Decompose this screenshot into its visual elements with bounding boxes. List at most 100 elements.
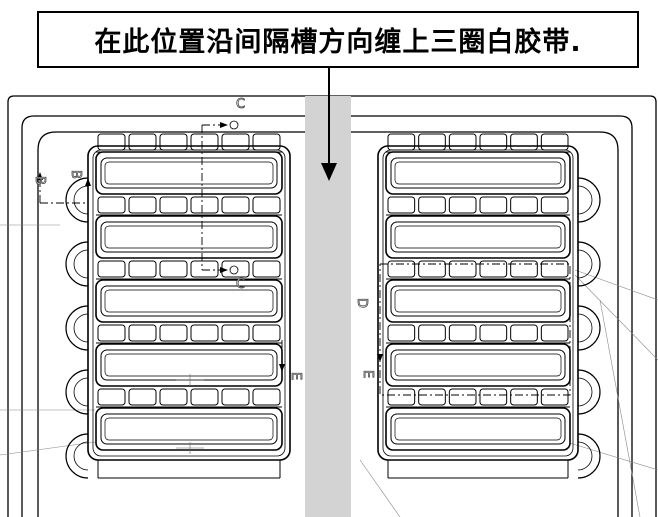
tray-tab <box>418 260 446 278</box>
tray-tab <box>190 196 219 214</box>
tray-tab <box>128 388 157 406</box>
tray-side-bump <box>577 305 601 351</box>
tray-tab <box>540 260 569 278</box>
slot-opening-inner <box>394 161 562 185</box>
tray-tab <box>252 388 281 406</box>
left-tray <box>65 133 291 479</box>
tray-tab <box>190 260 219 278</box>
tray-tab <box>540 133 569 151</box>
tray-tab <box>252 196 281 214</box>
tray-tab <box>97 324 126 342</box>
tray-side-bump-inner <box>73 313 89 343</box>
tray-tab <box>479 388 508 406</box>
tray-body <box>377 145 579 461</box>
tray-tab <box>540 388 569 406</box>
tray-side-bump <box>577 433 601 479</box>
tray-tab <box>97 133 126 151</box>
tray-side-bump-inner <box>73 185 89 215</box>
tray-side-bump <box>65 369 89 415</box>
slot-opening <box>390 285 566 317</box>
section-markers <box>229 120 239 275</box>
tray-tab <box>159 388 188 406</box>
tray-side-bump <box>65 305 89 351</box>
tray-tab <box>479 260 508 278</box>
slot-frame <box>95 279 283 323</box>
tray-tab <box>128 196 157 214</box>
tray-tab <box>252 324 281 342</box>
tray-side-bump <box>577 241 601 287</box>
tray-side-bump-inner <box>73 441 89 471</box>
slot-frame <box>385 407 571 451</box>
tray-tab <box>387 196 416 214</box>
slot-frame <box>95 151 283 195</box>
tray-body <box>87 145 291 461</box>
tray-tab <box>159 324 188 342</box>
tray-tab <box>510 260 538 278</box>
tray-tab <box>510 133 538 151</box>
slot-opening <box>100 413 278 445</box>
tray-tab <box>221 388 250 406</box>
tray-side-bump-inner <box>577 249 593 279</box>
slot-opening-inner <box>394 353 562 377</box>
tray-tab <box>190 324 219 342</box>
tray-side-bump <box>65 241 89 287</box>
slot-opening-inner <box>104 161 274 185</box>
slot-opening <box>390 157 566 189</box>
tray-tab <box>252 133 281 151</box>
tray-side-bump-inner <box>577 313 593 343</box>
tray-tab <box>387 324 416 342</box>
tray-tab <box>128 324 157 342</box>
slot-opening <box>390 221 566 253</box>
tray-tab <box>540 196 569 214</box>
slot-opening-inner <box>394 225 562 249</box>
instruction-callout: 在此位置沿间隔槽方向缠上三圈白胶带. <box>37 11 639 68</box>
section-label-c1: C <box>236 97 245 112</box>
slot-opening <box>390 413 566 445</box>
tray-tab <box>387 388 416 406</box>
instruction-text: 在此位置沿间隔槽方向缠上三圈白胶带. <box>94 27 582 58</box>
tray-tab <box>479 133 508 151</box>
arrow-down-icon <box>321 68 337 181</box>
tray-tab <box>418 133 446 151</box>
tray-side-bump-inner <box>577 377 593 407</box>
tray-side-bump-inner <box>73 377 89 407</box>
tray-side-bump-inner <box>577 441 593 471</box>
tray-body-inner <box>92 149 286 457</box>
tray-side-bump <box>65 433 89 479</box>
tray-tab <box>510 388 538 406</box>
tray-tab <box>479 196 508 214</box>
tray-side-bump <box>577 177 601 223</box>
tray-tab <box>190 388 219 406</box>
tray-tab <box>448 260 477 278</box>
slot-frame <box>95 407 283 451</box>
tray-tab <box>387 260 416 278</box>
tray-tab <box>418 196 446 214</box>
tray-side-bump <box>577 369 601 415</box>
tray-tab <box>221 324 250 342</box>
tray-tab <box>387 133 416 151</box>
section-label-b2: B <box>68 170 83 179</box>
slot-opening-inner <box>104 289 274 313</box>
tray-side-bump-inner <box>73 249 89 279</box>
tray-tab <box>221 260 250 278</box>
tray-body-inner <box>382 149 574 457</box>
tray-tab <box>97 196 126 214</box>
tray-tab <box>510 324 538 342</box>
section-label-e2: E <box>360 370 375 378</box>
slot-opening-inner <box>394 289 562 313</box>
tray-tab <box>479 324 508 342</box>
slot-opening-inner <box>394 417 562 441</box>
section-label-d2: D <box>354 298 369 308</box>
tray-tab <box>418 388 446 406</box>
tray-tab <box>128 260 157 278</box>
tray-tab <box>252 260 281 278</box>
tray-side-bump-inner <box>577 185 593 215</box>
tray-tab <box>190 133 219 151</box>
tray-tab <box>448 324 477 342</box>
tray-tab <box>221 196 250 214</box>
slot-opening <box>390 349 566 381</box>
section-label-b1: B <box>32 176 47 185</box>
slot-opening-inner <box>104 417 274 441</box>
tray-tab <box>418 324 446 342</box>
section-label-c2: C <box>236 277 245 292</box>
